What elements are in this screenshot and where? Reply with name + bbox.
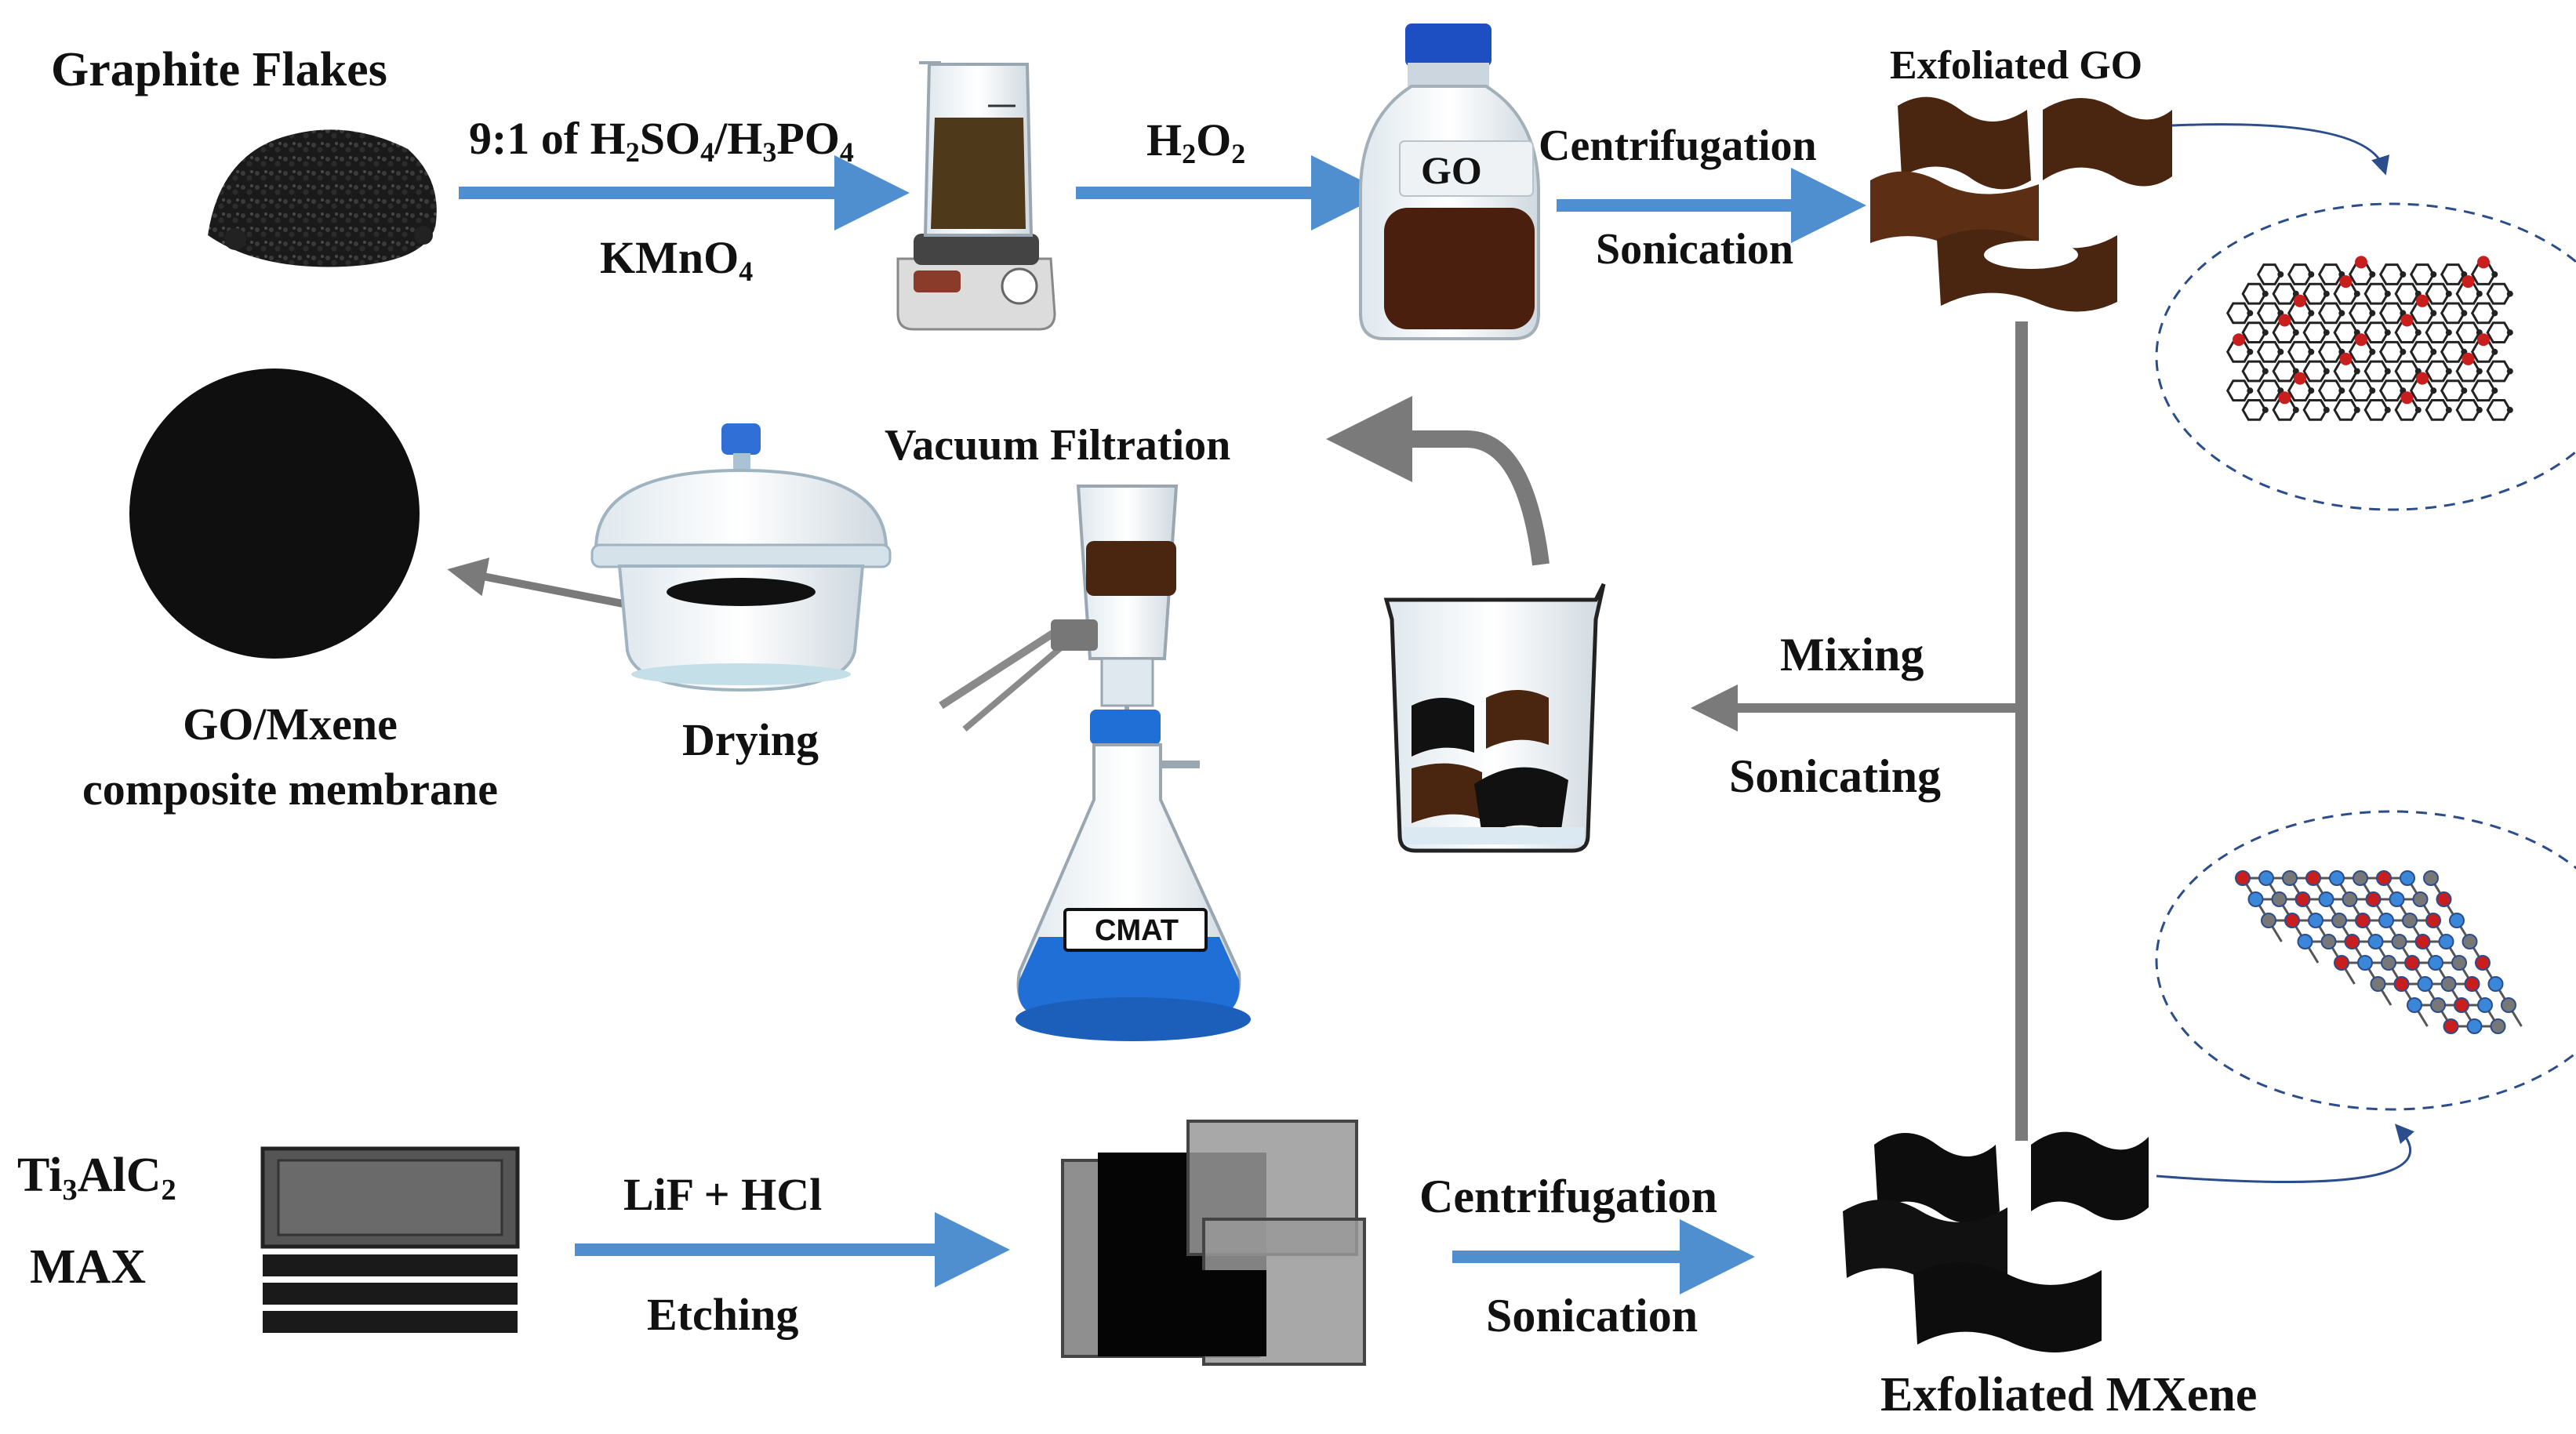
h2o2-label: H2O2	[1146, 118, 1245, 169]
mixing-beaker-icon	[1383, 583, 1606, 853]
h2o2-o-sub: 2	[1231, 138, 1246, 170]
kmno4-sub: 4	[739, 256, 754, 288]
zoom-arrow-go	[2171, 123, 2390, 176]
centrifugation-bottom-label: Centrifugation	[1419, 1171, 1717, 1222]
max-ti-sub: 3	[62, 1173, 78, 1207]
beaker-stirrer-icon	[896, 61, 1056, 331]
process-arrows	[447, 123, 2414, 1294]
graphite-flakes-label: Graphite Flakes	[51, 43, 387, 96]
vacuum-filtration-label: Vacuum Filtration	[885, 421, 1231, 470]
acid-po-sub: 4	[839, 136, 854, 169]
membrane-disc-icon	[129, 368, 420, 659]
etched-sheets-icon	[1061, 1120, 1366, 1366]
centrifugation-top-label: Centrifugation	[1539, 122, 1817, 170]
max-block-icon	[260, 1146, 520, 1333]
kmno4-label: KMnO4	[600, 232, 753, 286]
h2o2-h-text: H	[1146, 114, 1183, 165]
mxene-sheets-icon	[1843, 1131, 2149, 1352]
max-formula-label: Ti3AlC2	[17, 1149, 176, 1205]
acid-ratio-text: 9:1 of	[469, 113, 590, 164]
mixing-label: Mixing	[1780, 629, 1924, 681]
max-alc-text: AlC	[77, 1149, 162, 1202]
sonication-bottom-label: Sonication	[1486, 1290, 1699, 1341]
flask-cmat-label: CMAT	[1095, 914, 1179, 947]
filtration-flask-icon	[939, 485, 1251, 1041]
acid-so-sub: 4	[700, 136, 715, 169]
acid-h-sub: 2	[625, 136, 640, 169]
lif-hcl-label: LiF + HCl	[623, 1169, 823, 1220]
exfoliated-go-label: Exfoliated GO	[1890, 43, 2143, 88]
membrane-label-line1: GO/Mxene	[183, 699, 398, 750]
drying-label: Drying	[682, 714, 819, 765]
membrane-label-line2: composite membrane	[82, 764, 498, 815]
go-sheets-icon	[1870, 96, 2172, 312]
kmno4-text: KMnO	[600, 232, 739, 283]
desiccator-icon	[590, 423, 892, 692]
max-ti-text: Ti	[17, 1149, 63, 1202]
acid-so-text: SO	[639, 113, 701, 164]
sonicating-label: Sonicating	[1729, 750, 1942, 802]
max-label: MAX	[30, 1240, 147, 1294]
exfoliated-mxene-label: Exfoliated MXene	[1880, 1368, 2258, 1421]
h2o2-o-text: O	[1196, 114, 1232, 165]
acid-h3-text: /H	[714, 113, 763, 164]
acid-po-text: PO	[776, 113, 840, 164]
arrow-to-filtration	[1326, 396, 1550, 566]
bottle-go-label: GO	[1421, 148, 1482, 192]
acid-h3-sub: 3	[762, 136, 777, 169]
sonication-top-label: Sonication	[1596, 225, 1794, 274]
go-molecule-icon	[2155, 202, 2576, 511]
acid-h-text: H	[590, 113, 626, 164]
max-alc-sub: 2	[161, 1173, 176, 1207]
graphite-flakes-icon	[208, 129, 437, 267]
go-bottle-icon	[1359, 24, 1540, 340]
h2o2-h-sub: 2	[1182, 138, 1197, 170]
zoom-arrow-mxene	[2156, 1124, 2414, 1183]
mxene-molecule-icon	[2155, 810, 2576, 1111]
acid-mixture-label: 9:1 of H2SO4/H3PO4	[469, 113, 854, 167]
etching-label: Etching	[647, 1289, 799, 1340]
arrow-to-membrane	[447, 557, 644, 612]
